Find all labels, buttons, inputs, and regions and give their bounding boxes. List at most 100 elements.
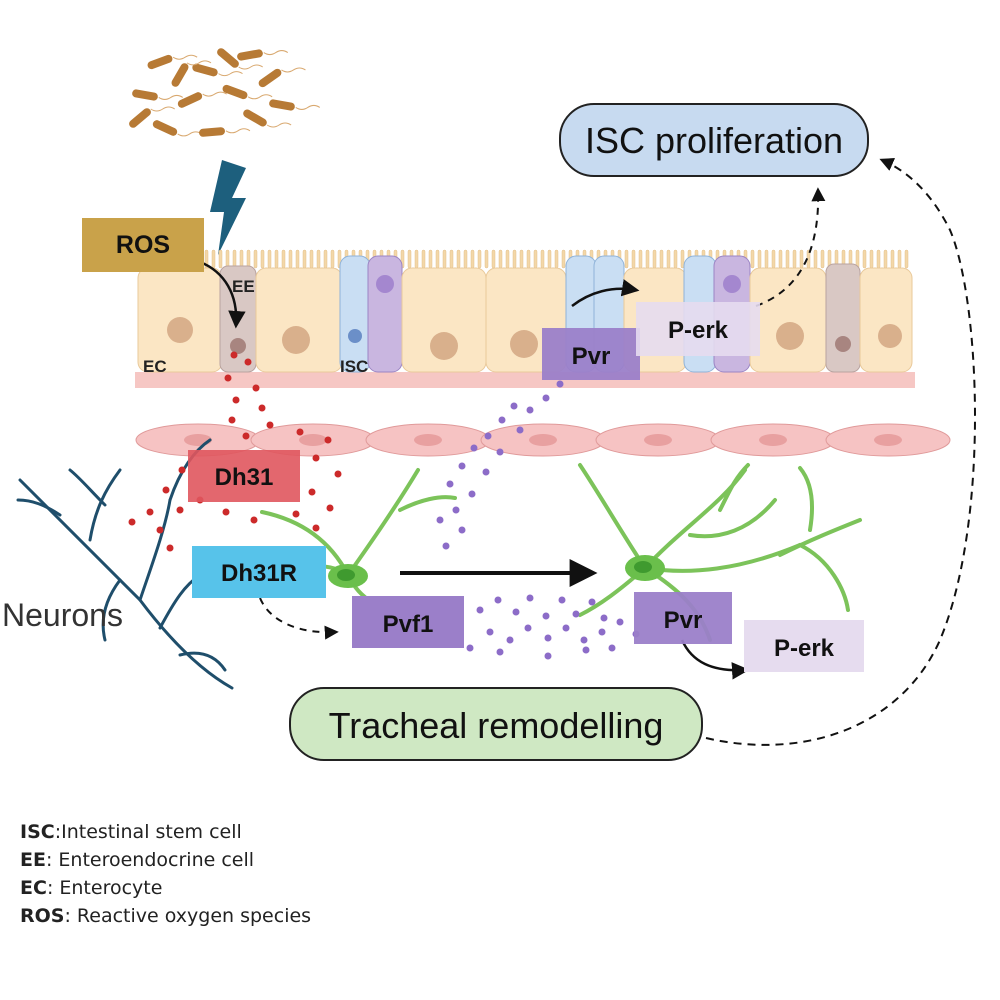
bacterium-flagellum bbox=[281, 67, 306, 73]
microvillus bbox=[281, 249, 286, 269]
pvf1-box bbox=[352, 596, 464, 648]
microvillus bbox=[526, 249, 531, 269]
enterocyte-cell bbox=[749, 267, 827, 373]
muscle-nucleus bbox=[529, 434, 557, 446]
muscle-nucleus bbox=[874, 434, 902, 446]
legend-abbr: ROS bbox=[20, 905, 65, 927]
microvillus bbox=[897, 249, 902, 269]
visceral-muscle bbox=[135, 423, 951, 457]
tracheal-cell-nucleus bbox=[634, 561, 652, 573]
legend-item-ee: EE: Enteroendocrine cell bbox=[20, 846, 311, 874]
epithelium bbox=[137, 249, 913, 373]
perk-bottom-label: P-erk bbox=[774, 635, 835, 662]
pvr-top-label: Pvr bbox=[572, 343, 611, 370]
microvillus bbox=[792, 249, 797, 269]
microvillus bbox=[470, 249, 475, 269]
tracheal-remodelling-box bbox=[289, 687, 703, 761]
microvillus bbox=[449, 249, 454, 269]
microvillus bbox=[883, 249, 888, 269]
microvillus bbox=[505, 249, 510, 269]
microvillus bbox=[813, 249, 818, 269]
microvillus bbox=[764, 249, 769, 269]
dh31r-label: Dh31R bbox=[221, 560, 297, 587]
pvr-bottom-label: Pvr bbox=[664, 607, 703, 634]
microvillus bbox=[407, 249, 412, 269]
microvillus bbox=[512, 249, 517, 269]
nucleus bbox=[510, 330, 538, 358]
legend-text: : Reactive oxygen species bbox=[64, 905, 312, 927]
legend-abbr: ISC bbox=[20, 821, 55, 843]
nucleus bbox=[776, 322, 804, 350]
nucleus bbox=[878, 324, 902, 348]
microvillus bbox=[862, 249, 867, 269]
bacterium-flagellum bbox=[186, 60, 212, 66]
microvillus bbox=[778, 249, 783, 269]
bacterium bbox=[132, 89, 158, 101]
ee-label: EE bbox=[232, 277, 255, 296]
microvillus bbox=[820, 249, 825, 269]
enterocyte-cell bbox=[255, 267, 343, 373]
perk-top-label: P-erk bbox=[668, 317, 729, 344]
arrow-perk-to-isc-proliferation bbox=[755, 187, 826, 307]
microvillus bbox=[260, 249, 265, 269]
tracheal-cell-nucleus bbox=[337, 569, 355, 581]
microvillus bbox=[624, 249, 629, 269]
microvillus bbox=[904, 249, 909, 269]
legend-text: : Enteroendocrine cell bbox=[45, 849, 255, 871]
legend-item-ros: ROS: Reactive oxygen species bbox=[20, 902, 311, 930]
microvilli bbox=[141, 249, 909, 269]
microvillus bbox=[309, 249, 314, 269]
bacterium-flagellum bbox=[177, 131, 202, 137]
microvillus bbox=[267, 249, 272, 269]
isc-cell bbox=[367, 255, 403, 373]
arrow-tracheal-to-isc-proliferation bbox=[705, 158, 976, 746]
microvillus bbox=[680, 249, 685, 269]
microvillus bbox=[554, 249, 559, 269]
perk-box-top bbox=[636, 302, 760, 356]
microvillus bbox=[288, 249, 293, 269]
microvillus bbox=[890, 249, 895, 269]
isc-cell bbox=[339, 255, 371, 373]
microvillus bbox=[463, 249, 468, 269]
arrow-pvr-to-perk bbox=[680, 639, 750, 680]
microvillus bbox=[330, 249, 335, 269]
bacterium-flagellum bbox=[225, 128, 251, 134]
tracheal-remodelling-label: Tracheal remodelling bbox=[329, 705, 664, 746]
bacterium bbox=[199, 127, 225, 137]
microvillus bbox=[435, 249, 440, 269]
dh31-dots bbox=[128, 351, 342, 552]
arrows bbox=[199, 158, 976, 746]
arrow-isc-to-perk bbox=[571, 279, 640, 307]
bacterium-flagellum bbox=[172, 54, 198, 60]
bacterium bbox=[222, 84, 248, 100]
legend-item-isc: ISC:Intestinal stem cell bbox=[20, 818, 311, 846]
microvillus bbox=[477, 249, 482, 269]
arrow-dh31r-to-pvf1 bbox=[259, 597, 339, 640]
microvillus bbox=[673, 249, 678, 269]
microvillus bbox=[750, 249, 755, 269]
muscle-nucleus bbox=[299, 434, 327, 446]
bacterium-flagellum bbox=[266, 122, 292, 128]
microvillus bbox=[246, 249, 251, 269]
microvillus bbox=[456, 249, 461, 269]
muscle-nucleus bbox=[759, 434, 787, 446]
bacterium bbox=[217, 48, 239, 68]
microvillus bbox=[869, 249, 874, 269]
microvillus bbox=[421, 249, 426, 269]
pvf1-dots bbox=[436, 380, 640, 660]
microvillus bbox=[428, 249, 433, 269]
microvillus bbox=[498, 249, 503, 269]
microvillus bbox=[302, 249, 307, 269]
microvillus bbox=[414, 249, 419, 269]
microvillus bbox=[232, 249, 237, 269]
isc-label: ISC bbox=[340, 357, 368, 376]
legend-item-ec: EC: Enterocyte bbox=[20, 874, 311, 902]
microvillus bbox=[876, 249, 881, 269]
bacterium bbox=[129, 108, 151, 128]
perk-box-bottom bbox=[744, 620, 864, 672]
lightning-icon bbox=[210, 160, 246, 255]
bacterium-flagellum bbox=[295, 104, 321, 110]
bacterium bbox=[192, 63, 218, 77]
microvillus bbox=[540, 249, 545, 269]
microvillus bbox=[757, 249, 762, 269]
